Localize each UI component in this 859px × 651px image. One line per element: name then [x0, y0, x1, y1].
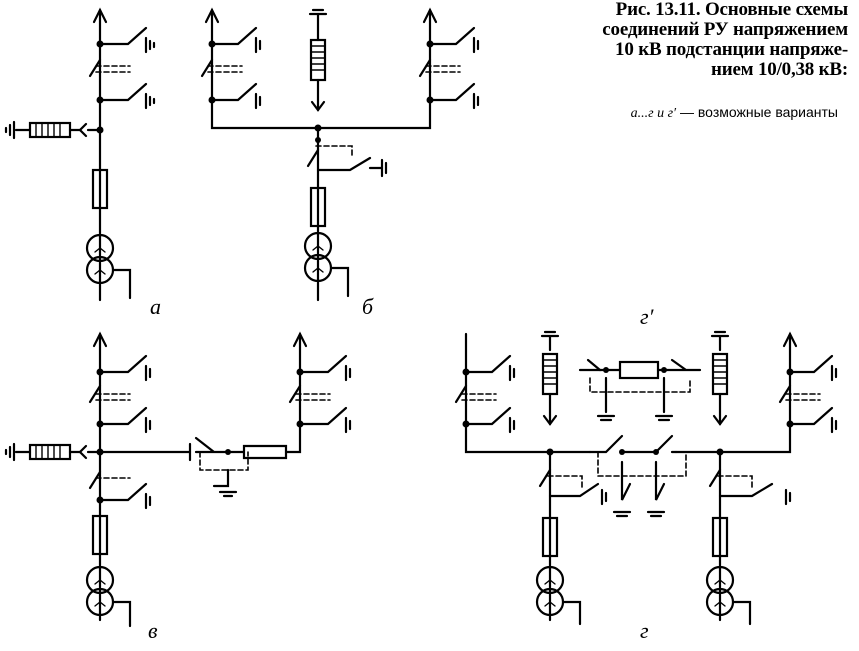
note-variants: а...г и г′ [630, 106, 677, 121]
variant-label-v: в [148, 618, 158, 643]
variant-label-g-prime: г′ [640, 304, 654, 329]
variant-label-g: г [640, 618, 649, 643]
scheme-a [4, 7, 156, 302]
caption-line: нием 10/0,38 кВ: [710, 59, 848, 80]
scheme-b [200, 7, 480, 302]
caption-line: 10 кВ подстанции напряже- [615, 39, 848, 60]
scheme-v [4, 331, 352, 628]
figure-note: а...г и г′ — возможные варианты [520, 104, 838, 122]
variant-label-a: а [150, 294, 161, 319]
caption-line: Рис. 13.11. Основные схемы [615, 0, 849, 20]
figure-caption: Рис. 13.11. Основные схемы соединений РУ… [520, 0, 848, 80]
scheme-g [454, 330, 838, 626]
caption-line: соединений РУ напряжением [602, 19, 848, 40]
variant-label-b: б [362, 294, 374, 319]
note-text: — возможные варианты [680, 104, 838, 120]
